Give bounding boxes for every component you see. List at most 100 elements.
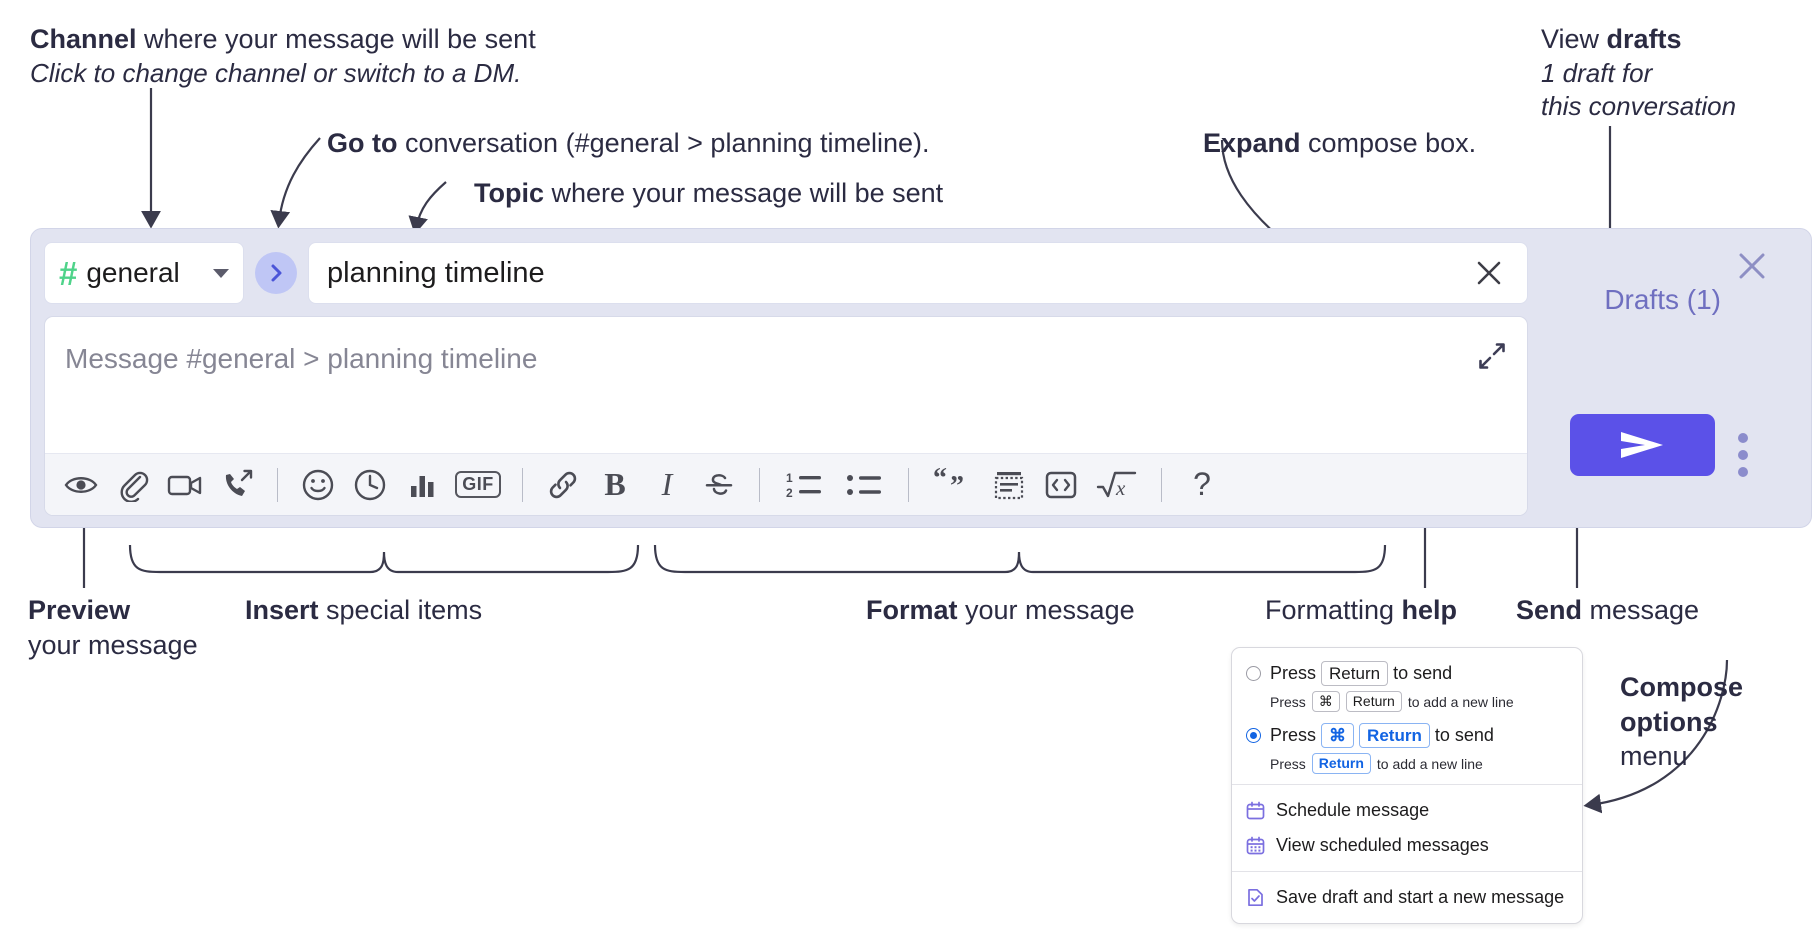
chevron-right-icon [271, 264, 282, 282]
channel-name: general [86, 257, 180, 288]
gif-button[interactable]: GIF [448, 459, 508, 511]
strikethrough-button[interactable] [693, 459, 745, 511]
menu-item-label: View scheduled messages [1276, 835, 1489, 855]
ordered-list-button[interactable]: 1 2 [774, 459, 834, 511]
annotation-send-rest: message [1582, 595, 1700, 625]
chevron-down-icon [213, 268, 229, 278]
annotation-channel-rest: where your message will be sent [136, 24, 536, 54]
toolbar-divider [277, 467, 278, 502]
annotation-goto-bold: Go to [327, 128, 398, 158]
expand-icon [1479, 343, 1505, 369]
topic-field[interactable]: planning timeline [308, 242, 1528, 304]
menu-group-draft: Save draft and start a new message [1232, 872, 1582, 923]
link-button[interactable] [537, 459, 589, 511]
option2-key2: Return [1359, 723, 1430, 748]
annotation-goto-rest: conversation (#general > planning timeli… [397, 128, 930, 158]
send-option-return[interactable]: Press Return to send [1232, 659, 1582, 688]
annotation-expand-rest: compose box. [1300, 128, 1477, 158]
send-button[interactable] [1570, 414, 1715, 476]
hash-icon: # [59, 254, 78, 292]
kebab-dot [1738, 433, 1748, 443]
code-block-icon [994, 471, 1024, 499]
poll-button[interactable] [396, 459, 448, 511]
italic-button[interactable]: I [641, 459, 693, 511]
video-clip-button[interactable] [159, 459, 211, 511]
option2-pre: Press [1270, 725, 1317, 745]
menu-divider [1232, 871, 1582, 872]
message-placeholder: Message #general > planning timeline [65, 343, 538, 374]
option2-key1: ⌘ [1321, 723, 1355, 748]
emoji-button[interactable] [292, 459, 344, 511]
annotation-help: Formatting help [1265, 593, 1457, 628]
menu-divider [1232, 784, 1582, 785]
option2-sub-post: to add a new line [1376, 755, 1483, 772]
attachment-button[interactable] [107, 459, 159, 511]
annotation-insert-rest: special items [318, 595, 483, 625]
code-block-button[interactable] [983, 459, 1035, 511]
menu-item-view-scheduled[interactable]: View scheduled messages [1232, 828, 1582, 863]
annotation-topic-bold: Topic [474, 178, 544, 208]
formatting-toolbar: GIF B I [45, 453, 1527, 515]
kebab-dot [1738, 467, 1748, 477]
annotation-topic-rest: where your message will be sent [544, 178, 944, 208]
annotation-compose-options-bold1: Compose [1620, 672, 1744, 702]
save-draft-icon [1248, 888, 1263, 907]
annotation-drafts-pre: View [1541, 24, 1607, 54]
annotation-expand: Expand compose box. [1203, 126, 1476, 161]
reminder-button[interactable] [344, 459, 396, 511]
annotation-goto: Go to conversation (#general > planning … [327, 126, 930, 161]
gif-label: GIF [455, 471, 501, 498]
expand-compose-button[interactable] [1475, 339, 1509, 373]
menu-item-save-draft[interactable]: Save draft and start a new message [1232, 880, 1582, 915]
math-icon: x [1096, 471, 1137, 500]
toolbar-divider [759, 467, 760, 502]
annotation-compose-options: Compose options menu [1620, 670, 1743, 774]
annotation-preview: Preview your message [28, 593, 198, 662]
radio-return[interactable] [1246, 666, 1261, 681]
toolbar-divider [1161, 467, 1162, 502]
calendar-icon [1246, 801, 1265, 820]
send-option-cmd-return[interactable]: Press ⌘ Return to send [1232, 721, 1582, 750]
annotation-drafts-sub1: 1 draft for [1541, 57, 1653, 88]
bulleted-list-button[interactable] [834, 459, 894, 511]
annotation-channel-bold: Channel [30, 24, 137, 54]
message-input-box[interactable]: Message #general > planning timeline [44, 316, 1528, 516]
annotation-channel-sub: Click to change channel or switch to a D… [30, 57, 522, 88]
bulleted-list-icon [847, 474, 881, 495]
option1-sub-key2: Return [1345, 691, 1402, 712]
bold-button[interactable]: B [589, 459, 641, 511]
drafts-link[interactable]: Drafts (1) [1604, 284, 1721, 315]
annotation-send: Send message [1516, 593, 1699, 628]
compose-inner: # general planning timeline Message #gen… [44, 242, 1528, 516]
huddle-button[interactable] [211, 459, 263, 511]
annotation-compose-options-bold2: options [1620, 706, 1718, 737]
close-icon [1477, 261, 1501, 285]
compose-options-menu: Press Return to send Press ⌘ Return to a… [1231, 647, 1583, 924]
annotation-format-bold: Format [866, 595, 958, 625]
menu-item-schedule-message[interactable]: Schedule message [1232, 793, 1582, 828]
strikethrough-icon [705, 473, 733, 495]
menu-group-schedule: Schedule message View scheduled messages [1232, 785, 1582, 871]
annotation-help-bold: help [1401, 595, 1458, 625]
clear-topic-button[interactable] [1469, 253, 1509, 293]
annotation-format-rest: your message [957, 595, 1135, 625]
compose-options-button[interactable] [1729, 424, 1757, 486]
preview-button[interactable] [55, 459, 107, 511]
blockquote-button[interactable]: “ ” [923, 459, 983, 511]
math-button[interactable]: x [1087, 459, 1147, 511]
annotation-preview-bold: Preview [28, 595, 131, 625]
formatting-help-button[interactable]: ? [1176, 459, 1228, 511]
svg-text:“: “ [933, 468, 947, 494]
link-icon [549, 471, 577, 498]
topic-value: planning timeline [327, 256, 545, 289]
close-compose-button[interactable] [1733, 247, 1771, 285]
inline-code-icon [1045, 471, 1077, 498]
send-option-cmd-return-sub: Press Return to add a new line [1232, 750, 1582, 774]
annotation-help-pre: Formatting [1265, 595, 1402, 625]
option2-post: to send [1434, 725, 1494, 745]
goto-conversation-button[interactable] [255, 252, 297, 294]
radio-cmd-return[interactable] [1246, 728, 1261, 743]
help-label: ? [1193, 466, 1211, 502]
inline-code-button[interactable] [1035, 459, 1087, 511]
channel-selector[interactable]: # general [44, 242, 244, 304]
